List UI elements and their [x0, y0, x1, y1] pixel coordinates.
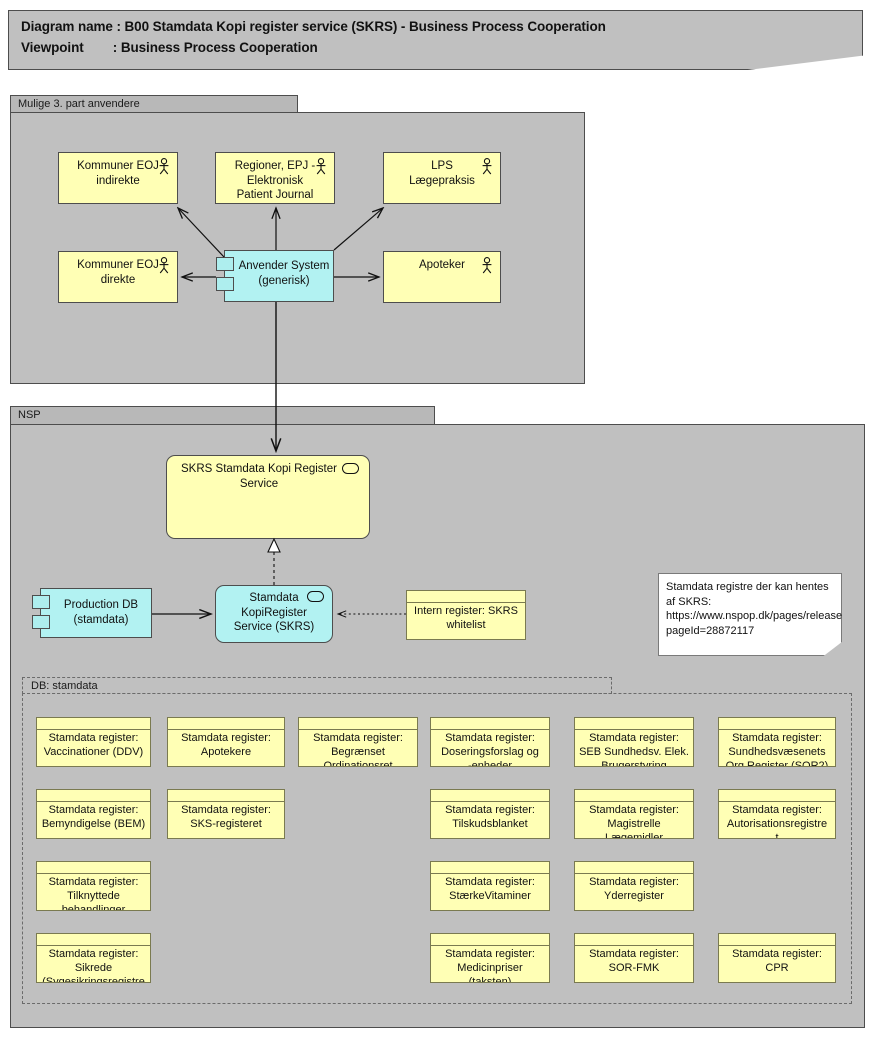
register-box[interactable]: Stamdata register: Sundhedsvæsenets Org …: [718, 717, 836, 767]
node-apoteker[interactable]: Apoteker: [383, 251, 501, 303]
component-port-upper: [32, 595, 50, 609]
register-label: Stamdata register: Bemyndigelse (BEM): [41, 804, 146, 830]
register-box[interactable]: Stamdata register: Magistrelle Lægemidle…: [574, 789, 694, 839]
register-box[interactable]: Stamdata register: Apotekere: [167, 717, 285, 767]
node-label: Intern register: SKRS whitelist: [414, 605, 518, 631]
actor-icon: [159, 257, 169, 274]
node-label: Apoteker: [418, 259, 466, 271]
register-header-strip: [719, 718, 835, 730]
node-label: Kommuner EOJ direkte: [77, 259, 159, 286]
component-port-lower: [216, 277, 234, 291]
node-kommuner-eoj-indirekte[interactable]: Kommuner EOJ indirekte: [58, 152, 178, 204]
register-header-strip: [719, 934, 835, 946]
node-anvender-system[interactable]: Anvender System (generisk): [224, 250, 334, 302]
info-note: Stamdata registre der kan hentes af SKRS…: [658, 573, 842, 656]
service-interface-icon: [307, 591, 324, 602]
register-header-strip: [407, 591, 525, 603]
register-header-strip: [719, 790, 835, 802]
register-header-strip: [575, 934, 693, 946]
register-label: Stamdata register: SOR-FMK: [589, 948, 679, 974]
node-kommuner-eoj-direkte[interactable]: Kommuner EOJ direkte: [58, 251, 178, 303]
group-nsp-tab: NSP: [10, 406, 435, 425]
node-label: Kommuner EOJ indirekte: [77, 160, 159, 187]
group-third-party-tab: Mulige 3. part anvendere: [10, 95, 298, 113]
node-label: SKRS Stamdata Kopi Register Service: [181, 463, 337, 490]
register-label: Stamdata register: Autorisationsregistre…: [726, 804, 828, 839]
actor-icon: [482, 257, 492, 274]
register-box[interactable]: Stamdata register: Begrænset Ordinations…: [298, 717, 418, 767]
register-label: Stamdata register: Tilskudsblanket: [445, 804, 535, 830]
register-box[interactable]: Stamdata register: Autorisationsregistre…: [718, 789, 836, 839]
register-header-strip: [431, 718, 549, 730]
register-box[interactable]: Stamdata register: Tilskudsblanket: [430, 789, 550, 839]
register-header-strip: [575, 718, 693, 730]
node-production-db[interactable]: Production DB (stamdata): [40, 588, 152, 638]
register-header-strip: [37, 862, 150, 874]
node-intern-register-whitelist[interactable]: Intern register: SKRS whitelist: [406, 590, 526, 640]
register-label: Stamdata register: StærkeVitaminer: [445, 876, 535, 902]
register-label: Stamdata register: Vaccinationer (DDV): [43, 732, 144, 758]
register-label: Stamdata register: Sikrede (Sygesikrings…: [42, 948, 145, 983]
service-interface-icon: [342, 463, 359, 474]
node-lps-laegepraksis[interactable]: LPS Lægepraksis: [383, 152, 501, 204]
register-box[interactable]: Stamdata register: SKS-registeret: [167, 789, 285, 839]
actor-icon: [316, 158, 326, 175]
node-label: Stamdata KopiRegister Service (SKRS): [233, 592, 315, 633]
component-port-lower: [32, 615, 50, 629]
actor-icon: [159, 158, 169, 175]
register-box[interactable]: Stamdata register: Tilknyttede behandlin…: [36, 861, 151, 911]
register-box[interactable]: Stamdata register: CPR: [718, 933, 836, 983]
actor-icon: [482, 158, 492, 175]
register-header-strip: [575, 862, 693, 874]
register-label: Stamdata register: Tilknyttede behandlin…: [48, 876, 139, 911]
register-box[interactable]: Stamdata register: SEB Sundhedsv. Elek. …: [574, 717, 694, 767]
register-header-strip: [299, 718, 417, 730]
register-label: Stamdata register: Medicinpriser (takste…: [445, 948, 535, 983]
register-box[interactable]: Stamdata register: Medicinpriser (takste…: [430, 933, 550, 983]
component-port-upper: [216, 257, 234, 271]
node-regioner-epj[interactable]: Regioner, EPJ - Elektronisk Patient Jour…: [215, 152, 335, 204]
register-box[interactable]: Stamdata register: StærkeVitaminer: [430, 861, 550, 911]
register-box[interactable]: Stamdata register: Bemyndigelse (BEM): [36, 789, 151, 839]
register-label: Stamdata register: Sundhedsvæsenets Org …: [725, 732, 829, 767]
register-label: Stamdata register: CPR: [732, 948, 822, 974]
register-header-strip: [168, 718, 284, 730]
viewpoint-line: Viewpoint : Business Process Cooperation: [21, 40, 318, 55]
register-box[interactable]: Stamdata register: SOR-FMK: [574, 933, 694, 983]
diagram-title-banner: Diagram name : B00 Stamdata Kopi registe…: [8, 10, 863, 70]
group-db-stamdata-tab: DB: stamdata: [22, 677, 612, 694]
register-label: Stamdata register: Doseringsforslag og -…: [441, 732, 539, 767]
register-header-strip: [37, 934, 150, 946]
register-box[interactable]: Stamdata register: Vaccinationer (DDV): [36, 717, 151, 767]
register-box[interactable]: Stamdata register: Sikrede (Sygesikrings…: [36, 933, 151, 983]
diagram-name-line: Diagram name : B00 Stamdata Kopi registe…: [21, 19, 606, 34]
register-label: Stamdata register: Magistrelle Lægemidle…: [589, 804, 679, 839]
register-header-strip: [37, 790, 150, 802]
node-label: Production DB (stamdata): [63, 599, 139, 626]
register-header-strip: [575, 790, 693, 802]
register-label: Stamdata register: SKS-registeret: [181, 804, 271, 830]
register-box[interactable]: Stamdata register: Yderregister: [574, 861, 694, 911]
register-header-strip: [168, 790, 284, 802]
node-skrs-service[interactable]: SKRS Stamdata Kopi Register Service: [166, 455, 370, 539]
node-label: LPS Lægepraksis: [409, 160, 475, 187]
register-label: Stamdata register: SEB Sundhedsv. Elek. …: [579, 732, 689, 767]
register-box[interactable]: Stamdata register: Doseringsforslag og -…: [430, 717, 550, 767]
register-header-strip: [431, 790, 549, 802]
node-stamdata-kopiregister-service[interactable]: Stamdata KopiRegister Service (SKRS): [215, 585, 333, 643]
register-header-strip: [431, 934, 549, 946]
register-label: Stamdata register: Begrænset Ordinations…: [313, 732, 403, 767]
register-header-strip: [37, 718, 150, 730]
node-label: Anvender System (generisk): [238, 260, 330, 287]
register-label: Stamdata register: Apotekere: [181, 732, 271, 758]
register-label: Stamdata register: Yderregister: [589, 876, 679, 902]
node-label: Regioner, EPJ - Elektronisk Patient Jour…: [234, 160, 316, 201]
register-header-strip: [431, 862, 549, 874]
